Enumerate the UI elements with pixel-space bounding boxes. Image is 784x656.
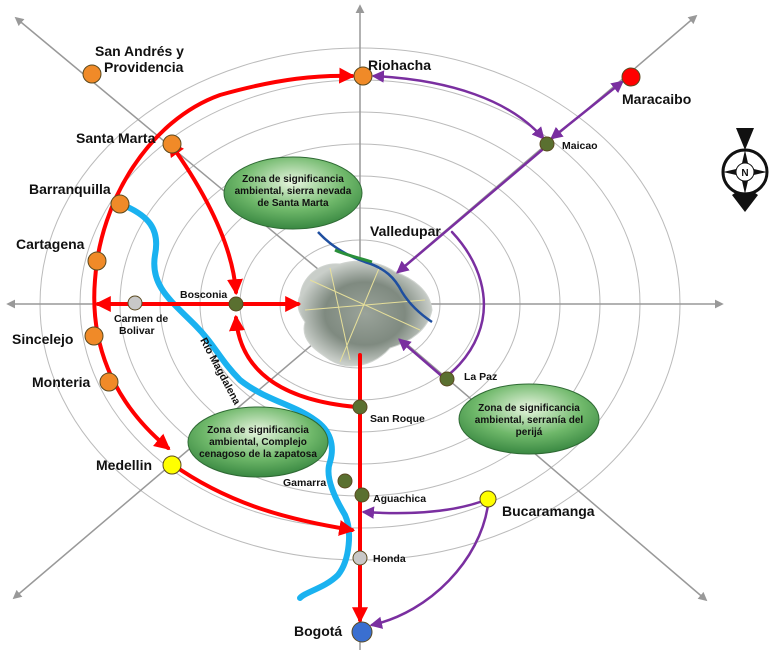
svg-text:ambiental, Complejo: ambiental, Complejo bbox=[209, 437, 307, 448]
svg-text:perijá: perijá bbox=[516, 427, 543, 438]
node-maracaibo bbox=[621, 67, 641, 87]
svg-text:Zona de significancia: Zona de significancia bbox=[242, 174, 344, 185]
svg-text:ambiental, serranía del: ambiental, serranía del bbox=[475, 415, 584, 426]
compass-icon: N bbox=[721, 128, 769, 212]
label-medellin: Medellin bbox=[96, 457, 152, 473]
svg-text:cenagoso de la zapatosa: cenagoso de la zapatosa bbox=[199, 449, 317, 460]
route-lapaz-valledupar bbox=[398, 338, 446, 380]
label-carmen-1: Carmen de bbox=[114, 313, 168, 325]
svg-text:Zona de significancia: Zona de significancia bbox=[478, 403, 580, 414]
route-coastal-arc bbox=[92, 67, 356, 451]
node-cartagena bbox=[87, 251, 107, 271]
label-carmen-2: Bolivar bbox=[119, 325, 155, 337]
node-bogota bbox=[351, 621, 373, 643]
label-sincelejo: Sincelejo bbox=[12, 331, 73, 347]
label-santa-marta: Santa Marta bbox=[76, 130, 156, 146]
label-aguachica: Aguachica bbox=[373, 493, 426, 505]
purple-routes bbox=[361, 70, 624, 629]
zone-zapatosa-label: Zona de significancia ambiental, Complej… bbox=[199, 425, 317, 460]
nodes bbox=[82, 64, 641, 643]
route-bucaramanga-aguachica bbox=[361, 500, 482, 519]
node-aguachica bbox=[354, 487, 370, 503]
node-monteria bbox=[99, 372, 119, 392]
label-san-andres-1: San Andrés y bbox=[95, 43, 184, 59]
svg-text:de Santa Marta: de Santa Marta bbox=[257, 198, 329, 209]
node-san-andres bbox=[82, 64, 102, 84]
label-honda: Honda bbox=[373, 553, 406, 565]
red-routes bbox=[92, 67, 368, 624]
node-honda bbox=[352, 550, 368, 566]
node-carmen bbox=[127, 295, 143, 311]
route-santamarta-bosconia bbox=[168, 140, 243, 296]
zone-perija-ellipse bbox=[458, 383, 600, 455]
label-la-paz: La Paz bbox=[464, 371, 497, 383]
node-gamarra bbox=[337, 473, 353, 489]
svg-text:ambiental, sierra nevada: ambiental, sierra nevada bbox=[235, 186, 352, 197]
label-monteria: Monteria bbox=[32, 374, 91, 390]
label-bosconia: Bosconia bbox=[180, 289, 227, 301]
label-valledupar: Valledupar bbox=[370, 223, 441, 239]
label-gamarra: Gamarra bbox=[283, 477, 326, 489]
node-bosconia bbox=[228, 296, 244, 312]
node-san-roque bbox=[352, 399, 368, 415]
node-santa-marta bbox=[162, 134, 182, 154]
label-barranquilla: Barranquilla bbox=[29, 181, 111, 197]
node-barranquilla bbox=[110, 194, 130, 214]
route-maicao-maracaibo bbox=[550, 80, 624, 140]
node-medellin bbox=[162, 455, 182, 475]
label-maicao: Maicao bbox=[562, 140, 598, 152]
route-maicao-valledupar bbox=[396, 148, 544, 274]
label-cartagena: Cartagena bbox=[16, 236, 85, 252]
svg-text:Zona de significancia: Zona de significancia bbox=[207, 425, 309, 436]
route-valledupar-lapaz-loop bbox=[442, 230, 486, 380]
label-san-andres-2: Providencia bbox=[104, 59, 184, 75]
valledupar-urban-area bbox=[297, 231, 433, 367]
route-bucaramanga-bogota bbox=[369, 503, 490, 629]
zone-santa-marta-label: Zona de significancia ambiental, sierra … bbox=[235, 174, 352, 209]
route-sanroque-loop bbox=[229, 314, 358, 409]
node-riohacha bbox=[353, 66, 373, 86]
label-bogota: Bogotá bbox=[294, 623, 342, 639]
node-la-paz bbox=[439, 371, 455, 387]
node-maicao bbox=[539, 136, 555, 152]
node-sincelejo bbox=[84, 326, 104, 346]
node-bucaramanga bbox=[479, 490, 497, 508]
label-maracaibo: Maracaibo bbox=[622, 91, 691, 107]
label-san-roque: San Roque bbox=[370, 413, 425, 425]
label-riohacha: Riohacha bbox=[368, 57, 431, 73]
zone-perija-label: Zona de significancia ambiental, serraní… bbox=[475, 403, 584, 438]
label-bucaramanga: Bucaramanga bbox=[502, 503, 595, 519]
compass-label: N bbox=[741, 168, 748, 179]
route-medellin-honda bbox=[170, 462, 356, 536]
route-riohacha-maicao bbox=[371, 70, 545, 140]
